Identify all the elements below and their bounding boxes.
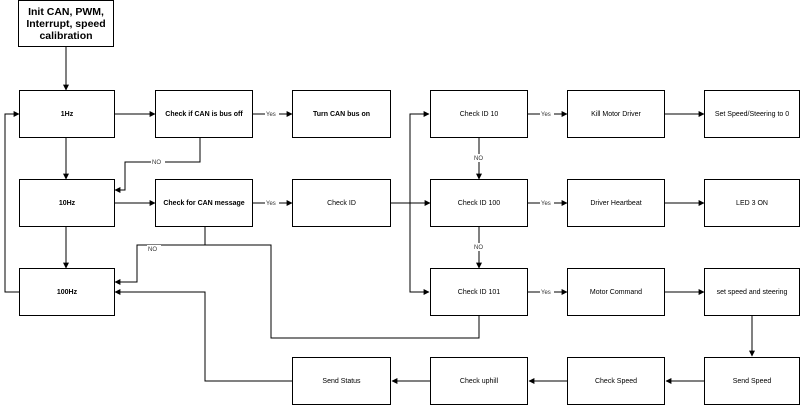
node-check-id-10: Check ID 10 — [430, 90, 528, 138]
label-no-id100: NO — [474, 245, 483, 251]
node-check-uphill: Check uphill — [430, 357, 528, 405]
node-kill-motor: Kill Motor Driver — [567, 90, 665, 138]
node-check-id-101: Check ID 101 — [430, 268, 528, 316]
label-no-id10: NO — [474, 156, 483, 162]
label-yes-msg: Yes — [266, 201, 276, 207]
node-send-status: Send Status — [292, 357, 391, 405]
label-no-msg: NO — [148, 247, 157, 253]
node-set-speed-steering: set speed and steering — [704, 268, 800, 316]
edge-id-101 — [409, 203, 430, 295]
node-check-speed: Check Speed — [567, 357, 665, 405]
node-check-msg: Check for CAN message — [155, 179, 253, 227]
edge-loop-100hz-1hz — [4, 111, 20, 293]
node-send-speed: Send Speed — [704, 357, 800, 405]
node-driver-heartbeat: Driver Heartbeat — [567, 179, 665, 227]
node-check-id: Check ID — [292, 179, 391, 227]
node-10hz: 10Hz — [19, 179, 115, 227]
node-motor-command: Motor Command — [567, 268, 665, 316]
node-check-bus-off: Check if CAN is bus off — [155, 90, 253, 138]
node-led3: LED 3 ON — [704, 179, 800, 227]
label-yes-id100: Yes — [541, 201, 551, 207]
edge-id-10 — [391, 111, 430, 204]
node-1hz: 1Hz — [19, 90, 115, 138]
edge-id101-back — [205, 244, 480, 339]
node-turn-bus-on: Turn CAN bus on — [292, 90, 391, 138]
node-100hz: 100Hz — [19, 268, 115, 316]
label-yes-id10: Yes — [541, 112, 551, 118]
node-check-id-100: Check ID 100 — [430, 179, 528, 227]
label-yes-busoff: Yes — [266, 112, 276, 118]
label-yes-id101: Yes — [541, 290, 551, 296]
edge-status-100hz — [114, 289, 292, 382]
edge-msg-no — [114, 227, 206, 285]
node-init: Init CAN, PWM, Interrupt, speed calibrat… — [18, 0, 114, 47]
node-set-speed-zero: Set Speed/Steering to 0 — [704, 90, 800, 138]
label-no-busoff: NO — [152, 160, 161, 166]
edge-busoff-no — [114, 138, 201, 193]
